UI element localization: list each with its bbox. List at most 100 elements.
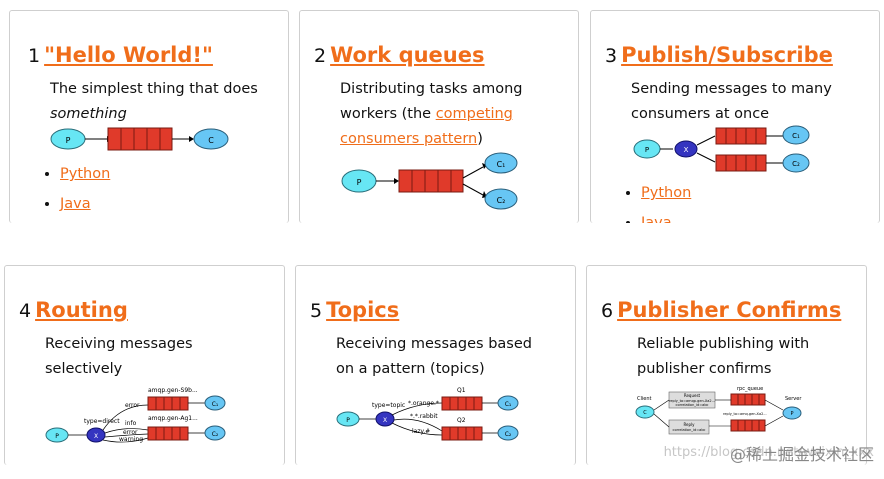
producer-label: P: [55, 433, 59, 440]
queue-name: Q2: [457, 417, 466, 424]
publisher-confirms-diagram: Client C Request reply_to=amqp.gen-Xa2..…: [635, 386, 802, 435]
tutorial-title-link[interactable]: Topics: [326, 298, 400, 322]
desc-line: Reliable publishing with: [637, 336, 810, 352]
exchange-label: X: [684, 146, 689, 154]
rpc-queue-label: rpc_queue: [737, 386, 763, 392]
exchange-type: type=topic: [372, 402, 405, 409]
desc-text: workers (the: [340, 106, 436, 122]
consumer-1-label: C₁: [792, 132, 800, 140]
publish-subscribe-diagram: P X C₁ C₂: [633, 125, 810, 173]
exchange-label: X: [383, 417, 387, 424]
client-label: Client: [637, 396, 652, 402]
watermark-url: https://blog.csdn.net/weixin_xxx: [663, 445, 874, 460]
desc-line: publisher confirms: [637, 361, 772, 377]
consumer-2-label: C₂: [212, 431, 219, 438]
consumer-2-label: C₂: [497, 196, 506, 205]
correlation-label: correlation_id=abc: [673, 428, 706, 432]
request-label: Request: [684, 393, 701, 398]
server-label: Server: [785, 396, 802, 402]
watermark: https://blog.csdn.net/weixin_xxx @稀土掘金技术…: [664, 441, 874, 465]
desc-line: Sending messages to many: [631, 81, 832, 97]
consumer-label: C: [643, 410, 647, 416]
tutorial-card-1: 1"Hello World!" The simplest thing that …: [9, 10, 289, 223]
desc-text: ): [477, 131, 483, 147]
queue-name: amqp.gen-S9b...: [148, 387, 198, 394]
work-queues-diagram: P C₁ C₂: [341, 152, 518, 210]
watermark-text: @稀土掘金技术社区: [729, 445, 874, 464]
binding-key: warning: [119, 436, 143, 443]
binding-key: lazy.#: [412, 428, 430, 435]
desc-line: something: [50, 106, 127, 122]
exchange-label: X: [94, 433, 98, 440]
tutorial-description: Receiving messages based on a pattern (t…: [336, 332, 532, 382]
binding-key: error: [125, 402, 140, 409]
desc-line: Receiving messages: [45, 336, 193, 352]
desc-line: The simplest thing that does: [50, 81, 258, 97]
desc-line: Receiving messages based: [336, 336, 532, 352]
desc-line: on a pattern (topics): [336, 361, 485, 377]
python-link[interactable]: Python: [60, 166, 111, 182]
list-item: Python: [641, 178, 691, 208]
competing-link[interactable]: consumers pattern: [340, 131, 478, 147]
producer-label: P: [346, 417, 350, 424]
tutorial-description: Distributing tasks among workers (the co…: [340, 77, 523, 152]
list-item: Java: [641, 208, 691, 223]
consumer-1-label: C₁: [497, 160, 506, 169]
binding-key: *.*.rabbit: [410, 413, 438, 420]
tutorial-title-link[interactable]: Publisher Confirms: [617, 298, 842, 322]
tutorial-number: 1: [28, 45, 41, 67]
tutorial-title-link[interactable]: Work queues: [330, 43, 485, 67]
desc-line: workers (the competing: [340, 102, 523, 127]
tutorial-title-link[interactable]: "Hello World!": [44, 43, 213, 67]
python-link[interactable]: Python: [641, 185, 692, 201]
java-link[interactable]: Java: [60, 196, 91, 212]
binding-key: error: [123, 429, 138, 436]
tutorial-title-link[interactable]: Routing: [35, 298, 128, 322]
language-list: Python Java: [623, 178, 691, 223]
tutorial-heading-1: 1"Hello World!": [28, 43, 213, 67]
reply-to-label: reply_to=amqp.gen-Xa2...: [669, 399, 715, 403]
tutorial-number: 2: [314, 45, 327, 67]
list-item: Python: [60, 159, 110, 189]
reply-label: Reply: [683, 422, 695, 427]
java-link[interactable]: Java: [641, 215, 672, 223]
consumer-label: C: [208, 136, 214, 145]
consumer-1-label: C₁: [212, 401, 219, 408]
language-list: Python Java: [42, 159, 110, 219]
tutorial-number: 3: [605, 45, 618, 67]
reply-queue-label: reply_to=amq.gen-Xa2...: [723, 412, 767, 416]
desc-line: Distributing tasks among: [340, 81, 523, 97]
competing-link[interactable]: competing: [435, 106, 513, 122]
producer-label: P: [645, 146, 649, 154]
tutorial-description: The simplest thing that does something: [50, 77, 258, 127]
consumer-2-label: C₂: [505, 431, 512, 438]
desc-line: selectively: [45, 361, 123, 377]
topics-diagram: P X type=topic *.orange.* *.*.rabbit laz…: [336, 387, 519, 441]
routing-diagram: P X type=direct error info error warning…: [45, 387, 226, 443]
queue-name: Q1: [457, 387, 466, 394]
binding-key: *.orange.*: [408, 400, 439, 407]
tutorial-number: 5: [310, 300, 323, 322]
binding-key: info: [125, 420, 137, 427]
server-node-label: P: [790, 411, 793, 417]
queue-name: amqp.gen-Ag1...: [148, 415, 198, 422]
consumer-2-label: C₂: [792, 160, 800, 168]
tutorial-title-link[interactable]: Publish/Subscribe: [621, 43, 833, 67]
tutorial-description: Receiving messages selectively: [45, 332, 193, 382]
hello-world-diagram: P C: [50, 127, 229, 151]
tutorial-description: Reliable publishing with publisher confi…: [637, 332, 809, 382]
consumer-1-label: C₁: [505, 401, 512, 408]
producer-label: P: [357, 178, 362, 187]
correlation-label: correlation_id=abc: [676, 403, 709, 407]
desc-line: consumers at once: [631, 106, 770, 122]
